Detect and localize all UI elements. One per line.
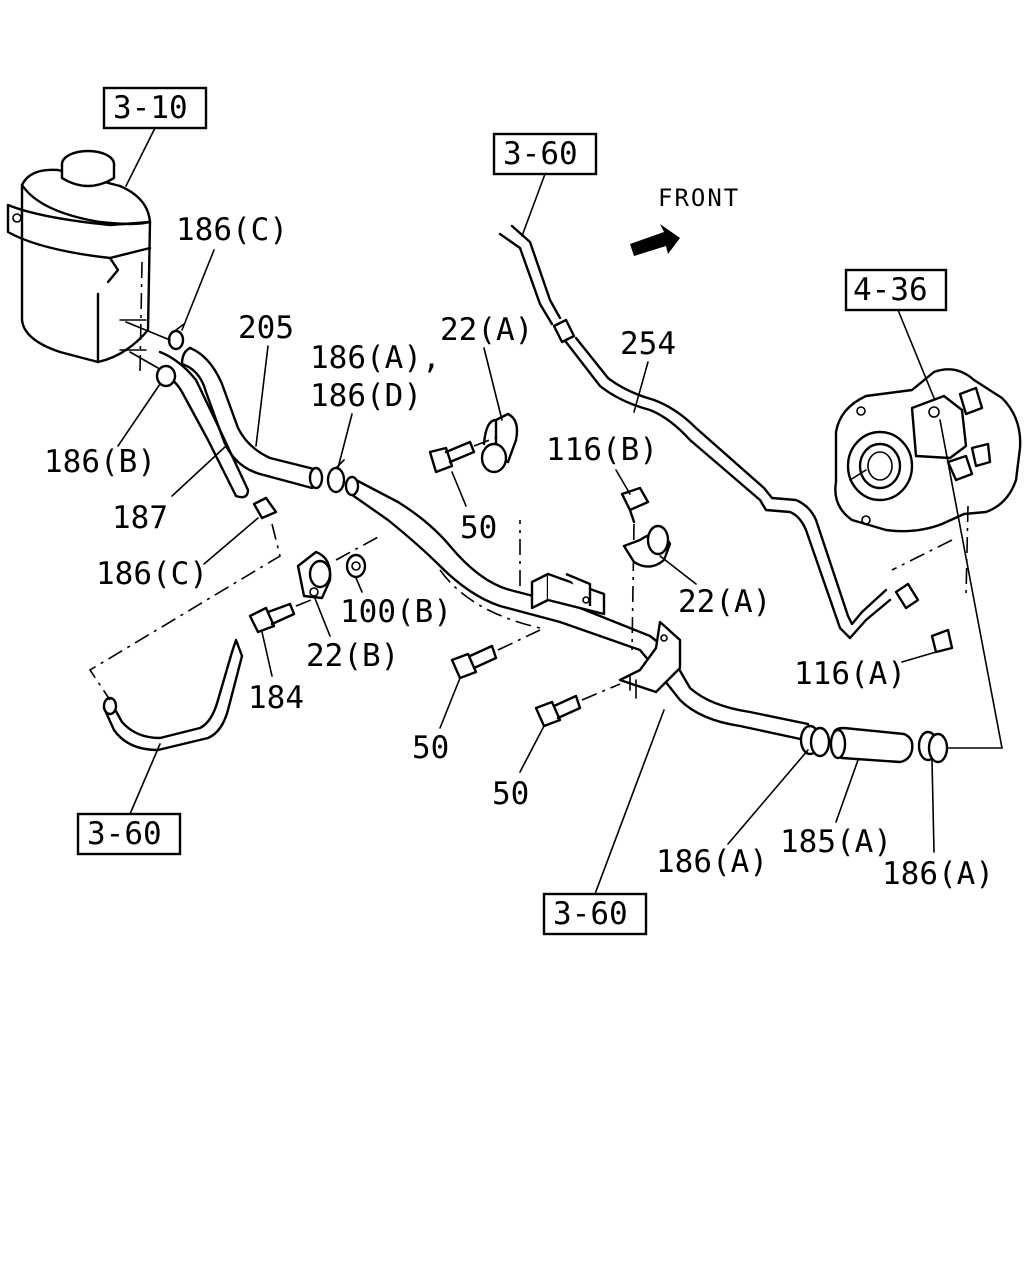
front-label: FRONT	[658, 184, 740, 212]
clamp-186a-right	[917, 730, 1003, 764]
ref-3-60-left: 3-60	[87, 816, 162, 852]
bolt-50-top	[428, 435, 501, 474]
ref-box-4-36	[844, 268, 948, 312]
label-186a-186d-line2: 186(D)	[310, 378, 422, 414]
pipe-bracket-right	[618, 620, 682, 699]
bolt-184	[248, 597, 317, 634]
ref-box-3-60-top	[492, 132, 598, 176]
label-186c-mid: 186(C)	[96, 556, 208, 592]
label-184: 184	[248, 680, 304, 716]
label-186a-right: 186(A)	[882, 856, 994, 892]
ref-3-60-bottom: 3-60	[553, 896, 628, 932]
label-186a-186d-line1: 186(A),	[310, 340, 441, 376]
label-50-top: 50	[460, 510, 497, 546]
hose-185a	[829, 726, 914, 764]
label-22a-mid: 22(A)	[678, 584, 771, 620]
bolt-50-mid	[450, 629, 541, 680]
ref-box-3-10	[102, 86, 208, 130]
label-100b: 100(B)	[340, 594, 452, 630]
label-185a: 185(A)	[780, 824, 892, 860]
clamp-186c-mid	[252, 496, 278, 520]
label-186c-top: 186(C)	[176, 212, 288, 248]
nut-116b	[620, 486, 650, 651]
pipe-bracket-left	[530, 572, 606, 616]
clip-22a-mid	[622, 524, 672, 568]
reservoir-tank	[6, 149, 152, 373]
clamp-186a-186d	[326, 459, 346, 494]
ref-3-60-top: 3-60	[503, 136, 578, 172]
front-arrow-icon	[630, 224, 680, 256]
label-50-lower: 50	[492, 776, 529, 812]
label-22a-top: 22(A)	[440, 312, 533, 348]
label-116a: 116(A)	[794, 656, 906, 692]
pump-assembly	[834, 368, 1022, 749]
clip-22b	[296, 535, 381, 600]
ref-box-3-60-left	[76, 812, 182, 856]
centerline-left	[88, 523, 281, 701]
nut-100b	[345, 553, 367, 579]
pipe-254	[498, 224, 954, 654]
ref-3-10: 3-10	[113, 90, 188, 126]
label-205: 205	[238, 310, 294, 346]
label-254: 254	[620, 326, 676, 362]
bolt-50-lower	[534, 683, 621, 728]
label-22b: 22(B)	[306, 638, 399, 674]
clamp-186a-left	[799, 724, 831, 758]
clamp-186b	[129, 351, 177, 388]
ref-box-3-60-bottom	[542, 892, 648, 936]
label-187: 187	[112, 500, 168, 536]
return-pipe-left	[102, 638, 244, 752]
clamp-186c-top	[125, 321, 185, 351]
label-186a-left: 186(A)	[656, 844, 768, 880]
label-116b: 116(B)	[546, 432, 658, 468]
clip-22a-top	[480, 412, 519, 474]
ref-4-36: 4-36	[853, 272, 928, 308]
label-50-mid: 50	[412, 730, 449, 766]
label-186b: 186(B)	[44, 444, 156, 480]
